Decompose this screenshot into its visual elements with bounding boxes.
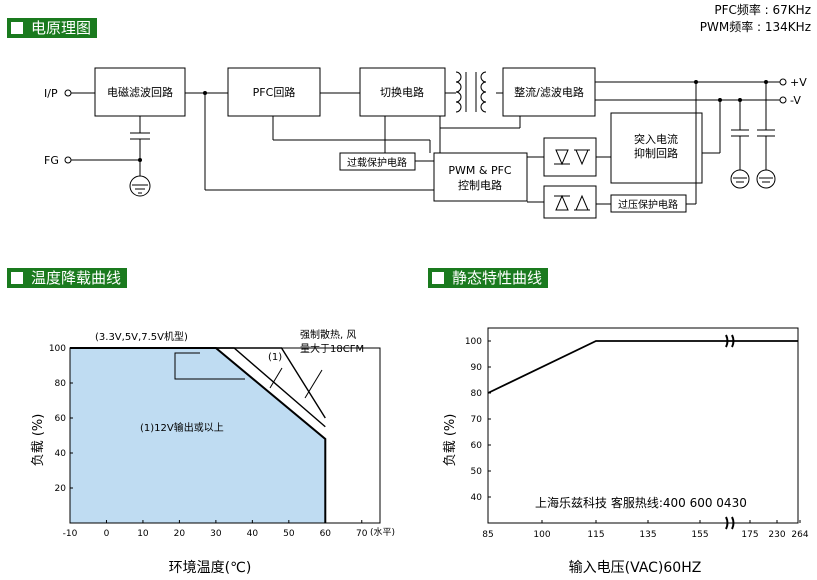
static-chart: 85 100 115 135 155 175 230 264 40 50 60 70 80 90 100 上…: [443, 327, 809, 576]
pfc-frequency: PFC频率 : 67KHz: [714, 3, 811, 17]
static-ytick-label: 90: [471, 363, 483, 373]
derating-leader: [304, 369, 323, 399]
derating-xtick-label: 50: [283, 529, 295, 539]
header-square-icon: [432, 272, 444, 284]
derating-ylabel: 负载 (%): [31, 414, 46, 467]
pwm-frequency: PWM频率 : 134KHz: [699, 20, 811, 34]
control-label-1: PWM & PFC: [448, 164, 512, 177]
derating-leader: [269, 367, 283, 389]
static-plot-frame: [487, 327, 799, 524]
derating-xtick-label: 70: [356, 529, 368, 539]
rectifier-box: [502, 67, 596, 117]
static-watermark: 上海乐兹科技 客服热线:400 600 0430: [535, 495, 747, 510]
vminus-label: -V: [790, 94, 801, 107]
axis-break-icon: [725, 334, 735, 348]
static-xtick-label: 115: [587, 530, 604, 540]
derating-chart: -10 0 10 20 30 40 50 60 70 20 40 60 80 100 环境温度(℃) (水…: [31, 328, 395, 576]
derating-plot: -10 0 10 20 30 40 50 60 70 20 40 60 80 100: [49, 344, 381, 539]
block-diagram: I/P FG 电磁滤波回路 PFC回路 切换电路 整流/滤波电路 过载保护电路 …: [44, 67, 807, 219]
derating-fan-note-1: 强制散热, 风: [300, 328, 356, 341]
optocoupler-top: [543, 137, 597, 177]
vminus-terminal: [779, 96, 787, 104]
static-ytick-label: 60: [471, 441, 483, 451]
fg-label: FG: [44, 154, 59, 167]
derating-xtick-label: 20: [174, 529, 186, 539]
static-plot: 85 100 115 135 155 175 230 264 40 50 60 70 80 90 100: [465, 327, 809, 540]
header-square-icon: [11, 272, 23, 284]
ip-label: I/P: [44, 87, 58, 100]
vplus-terminal: [779, 78, 787, 86]
transformer-icon: [455, 71, 487, 113]
derating-leader: [174, 352, 245, 380]
derating-xtick-label: 40: [247, 529, 259, 539]
static-xtick-label: 100: [533, 530, 550, 540]
static-ytick-label: 100: [465, 337, 482, 347]
derating-models-note: (3.3V,5V,7.5V机型): [95, 330, 188, 343]
derating-safe-area: [70, 348, 326, 523]
ground-icon: [129, 175, 151, 197]
rectifier-label: 整流/滤波电路: [514, 85, 584, 99]
control-label-2: 控制电路: [458, 178, 502, 192]
ovp-label: 过压保护电路: [618, 198, 678, 211]
control-box: [433, 152, 528, 202]
pfc-label: PFC回路: [253, 86, 296, 99]
pfc-box: [227, 67, 321, 117]
derating-region-note: (1)12V输出或以上: [140, 421, 224, 434]
static-title: 静态特性曲线: [452, 269, 543, 287]
static-ylabel: 负载 (%): [443, 414, 458, 467]
derating-xtick-label: -10: [63, 529, 78, 539]
optocoupler-symbols: [554, 149, 590, 211]
emi-label: 电磁滤波回路: [107, 86, 173, 99]
derating-fan-note-2: 量大于18CFM: [300, 342, 364, 355]
inrush-label-2: 抑制回路: [634, 146, 678, 160]
static-xtick-label: 155: [691, 530, 708, 540]
header-square-icon: [11, 22, 23, 34]
optocoupler-bottom: [543, 185, 597, 219]
vplus-label: +V: [790, 76, 807, 89]
inrush-label-1: 突入电流: [634, 132, 678, 146]
fg-terminal: [64, 156, 72, 164]
static-ytick-label: 70: [471, 415, 483, 425]
static-series-line: [487, 340, 798, 394]
derating-header: 温度降载曲线: [7, 268, 128, 288]
overload-label: 过载保护电路: [347, 156, 407, 169]
static-xtick-label: 230: [768, 530, 785, 540]
derating-xunit: (水平): [370, 526, 395, 538]
derating-xtick-label: 0: [104, 529, 110, 539]
derating-xtick-label: 60: [320, 529, 332, 539]
derating-title: 温度降载曲线: [31, 269, 122, 287]
inrush-box: [610, 112, 703, 184]
derating-series-line: [70, 347, 326, 419]
derating-band: [70, 348, 326, 427]
block-diagram-title: 电原理图: [31, 19, 92, 37]
ip-terminal: [64, 89, 72, 97]
static-xtick-label: 264: [791, 530, 808, 540]
static-ytick-label: 50: [471, 467, 483, 477]
derating-ytick-label: 80: [55, 379, 67, 389]
block-diagram-header: 电原理图: [7, 18, 98, 38]
static-xtick-label: 135: [639, 530, 656, 540]
derating-ytick-label: 100: [49, 344, 66, 354]
derating-ytick-label: 60: [55, 414, 67, 424]
axis-break-icon: [725, 516, 735, 530]
frequency-info: PFC频率 : 67KHz PWM频率 : 134KHz: [700, 2, 811, 36]
derating-ytick-label: 20: [55, 484, 67, 494]
derating-one-note: (1): [268, 352, 282, 363]
static-xtick-label: 85: [482, 530, 493, 540]
static-header: 静态特性曲线: [428, 268, 549, 288]
derating-xtick-label: 30: [210, 529, 222, 539]
static-xlabel: 输入电压(VAC)60HZ: [569, 560, 702, 576]
static-ytick-label: 80: [471, 389, 483, 399]
switch-label: 切换电路: [380, 85, 424, 99]
derating-ytick-label: 40: [55, 449, 67, 459]
static-ytick-label: 40: [471, 493, 483, 503]
derating-xtick-label: 10: [137, 529, 149, 539]
switch-box: [359, 67, 446, 117]
static-xtick-label: 175: [741, 530, 758, 540]
derating-xlabel: 环境温度(℃): [169, 560, 252, 576]
